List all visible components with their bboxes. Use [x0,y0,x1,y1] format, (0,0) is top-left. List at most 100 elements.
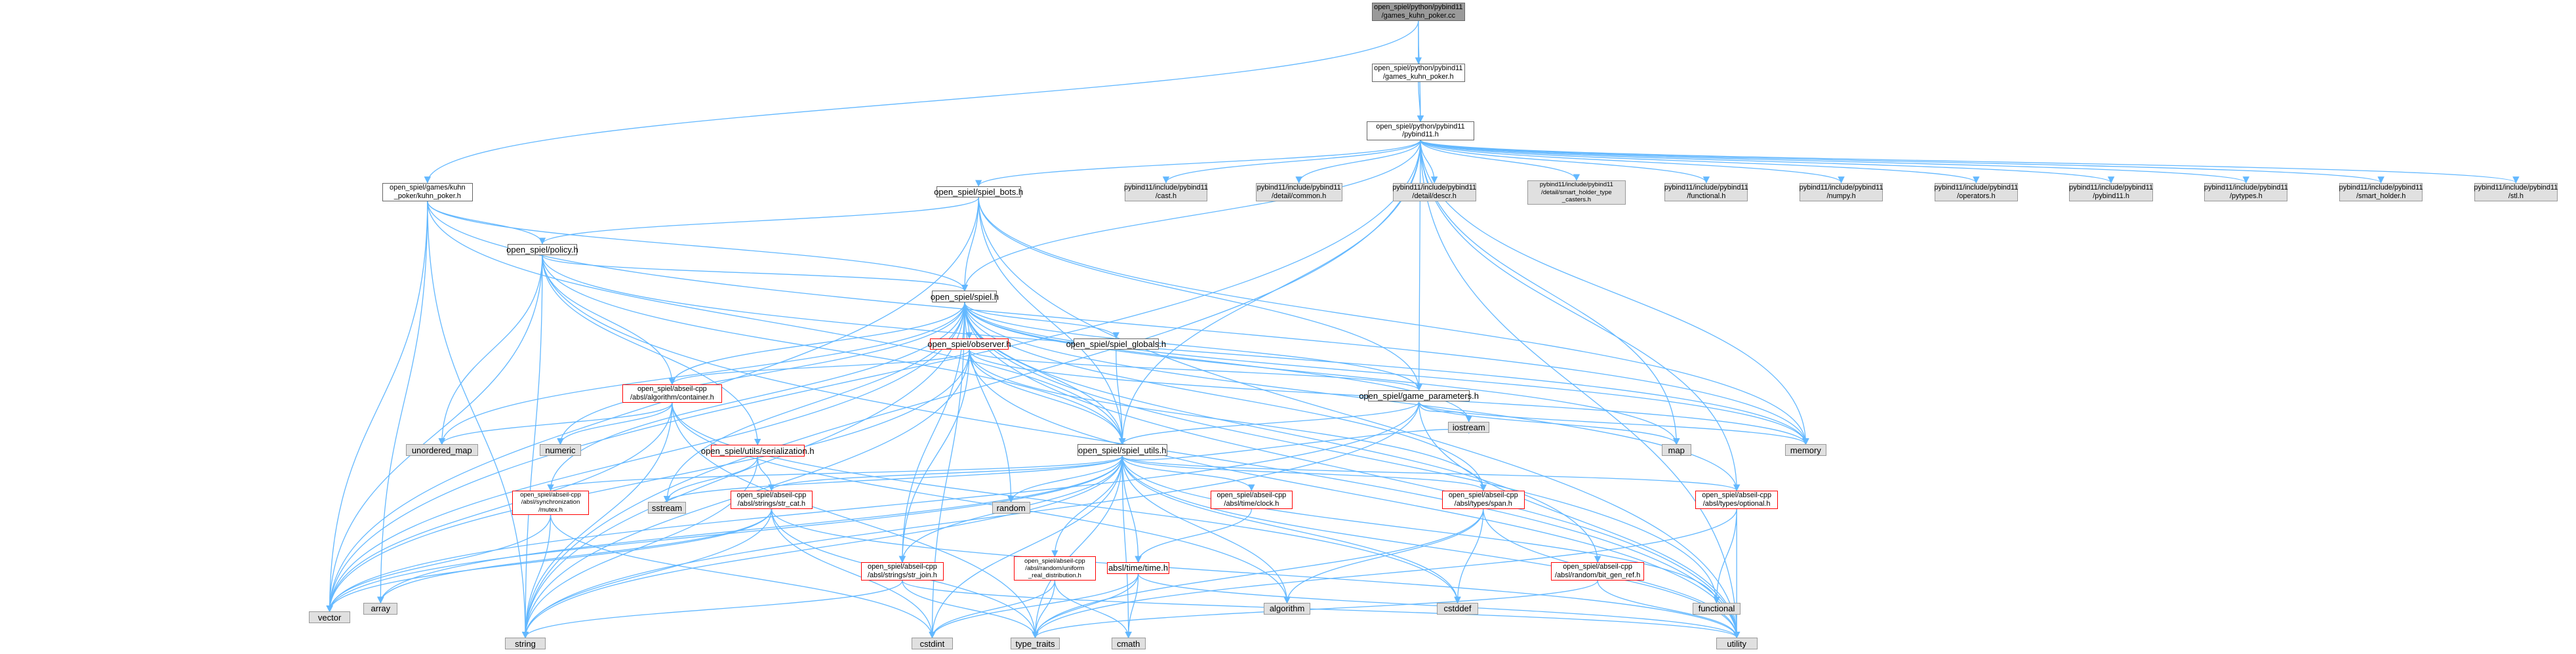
node-uniform[interactable]: open_spiel/abseil-cpp /absl/random/unifo… [1013,556,1097,581]
node-p-stl: pybind11/include/pybind11 /stl.h [2474,182,2558,201]
node-p-numpy: pybind11/include/pybind11 /numpy.h [1800,182,1883,201]
node-bots[interactable]: open_spiel/spiel_bots.h [934,186,1024,198]
node-string: string [504,638,546,649]
edge-pyb11_h-to-bots [975,140,1421,187]
node-cmath: cmath [1111,638,1146,649]
node-span[interactable]: open_spiel/abseil-cpp /absl/types/span.h [1441,490,1525,509]
node-p-func: pybind11/include/pybind11 /functional.h [1664,182,1748,201]
node-algorithm: algorithm [1264,603,1310,615]
edge-policy-to-string [521,255,543,639]
edge-strjoin-to-string [521,580,903,639]
edge-gparams-to-vector [326,401,1420,613]
edge-pyb11_h-to-p_smart [1420,140,1580,181]
edge-bots-to-utility [978,197,1741,639]
edge-observer-to-container [668,350,970,385]
node-optional[interactable]: open_spiel/abseil-cpp /absl/types/option… [1695,490,1778,509]
edge-utils-to-optional [1121,455,1741,491]
edge-span-to-cstddef [1454,508,1484,604]
node-utils[interactable]: open_spiel/spiel_utils.h [1077,444,1167,457]
edge-utils-to-array [377,456,1123,604]
edge-spiel-to-utility [964,302,1741,639]
edge-bots-to-memory [978,197,1809,445]
edge-strjoin-to-type_traits [902,581,1039,639]
edge-container-to-numeric [557,402,673,445]
edge-utils-to-cstddef [1121,456,1461,604]
edge-spiel-to-bitgen [964,302,1601,563]
edge-utils-to-string [521,456,1123,639]
node-globals[interactable]: open_spiel/spiel_globals.h [1066,338,1167,350]
edge-pyb11_h-to-p_cast [1162,140,1421,184]
edge-bots-to-policy [538,197,979,245]
node-strcat[interactable]: open_spiel/abseil-cpp /absl/strings/str_… [730,490,813,509]
edge-utils-to-time [1121,456,1142,563]
edge-pyb11_h-to-p_holder [1420,139,2385,184]
edge-observer-to-span [969,350,1487,491]
edge-utils-to-cstdint [929,456,1123,639]
edge-globals-to-utils [1116,350,1126,445]
node-observer[interactable]: open_spiel/observer.h [927,338,1011,350]
edges-layer [326,20,2520,639]
edge-gparams-to-memory [1418,401,1809,445]
node-p-pytypes: pybind11/include/pybind11 /pytypes.h [2204,182,2288,201]
edge-observer-to-gparams [969,349,1422,391]
edge-mutex-to-string [521,514,552,639]
edge-pyb11_h-to-p_func [1420,140,1710,184]
node-policy[interactable]: open_spiel/policy.h [506,243,578,256]
node-array: array [363,603,398,615]
edge-gparams-to-map [1418,401,1680,445]
node-gkp-h[interactable]: open_spiel/python/pybind11 /games_kuhn_p… [1372,63,1465,82]
node-mutex[interactable]: open_spiel/abseil-cpp /absl/synchronizat… [512,490,590,515]
edge-strcat-to-utility [771,508,1741,639]
edge-spiel-to-map [964,302,1680,445]
node-clock[interactable]: open_spiel/abseil-cpp /absl/time/clock.h [1210,490,1293,509]
edge-container-to-unordered_map [438,402,673,445]
node-sstream: sstream [647,502,687,514]
node-spiel[interactable]: open_spiel/spiel.h [930,291,999,302]
edge-pyb11_h-to-p_pytypes [1420,139,2249,184]
edge-pyb11_h-to-p_ops [1420,139,1980,184]
edge-pyb11_h-to-optional [1420,140,1741,491]
edge-pyb11_h-to-vector [326,140,1421,613]
edge-pyb11_h-to-p_numpy [1420,140,1845,184]
node-root: open_spiel/python/pybind11 /games_kuhn_p… [1372,2,1465,21]
node-pyb11-h[interactable]: open_spiel/python/pybind11 /pybind11.h [1367,121,1474,140]
node-cstdint: cstdint [912,638,953,649]
edge-strcat-to-cstdint [771,508,936,639]
edge-optional-to-functional [1713,508,1737,604]
node-p-smart: pybind11/include/pybind11 /detail/smart_… [1527,180,1626,205]
edge-pyb11_h-to-string [521,140,1421,639]
edge-utils-to-clock [1121,456,1255,491]
node-container[interactable]: open_spiel/abseil-cpp /absl/algorithm/co… [622,384,723,403]
node-p-holder: pybind11/include/pybind11 /smart_holder.… [2339,182,2423,201]
node-iostream: iostream [1448,421,1490,434]
node-strjoin[interactable]: open_spiel/abseil-cpp /absl/strings/str_… [861,562,944,581]
edge-utils-to-uniform [1051,456,1123,558]
edge-root-to-kuhn [424,20,1419,184]
edge-strcat-to-string [521,508,773,639]
node-time[interactable]: absl/time/time.h [1107,562,1169,574]
edge-policy-to-container [542,255,676,385]
node-cstddef: cstddef [1437,603,1478,615]
edge-policy-to-utils [542,255,1126,445]
edge-container-to-algorithm [672,402,1291,604]
node-kuhn[interactable]: open_spiel/games/kuhn _poker/kuhn_poker.… [382,182,473,201]
node-p-common: pybind11/include/pybind11 /detail/common… [1255,182,1342,201]
edge-pyb11_h-to-p_pyb [1420,139,2115,184]
edge-container-to-vector [326,402,673,613]
edge-pyb11_h-to-spiel [961,140,1421,292]
edge-spiel-to-random [964,302,1015,503]
node-bitgen[interactable]: open_spiel/abseil-cpp /absl/random/bit_g… [1551,562,1644,581]
edge-utils-to-sstream [664,455,1123,503]
node-p-ops: pybind11/include/pybind11 /operators.h [1934,182,2018,201]
edge-optional-to-type_traits [1032,508,1737,639]
node-functional: functional [1692,603,1741,615]
edge-spiel-to-container [668,302,965,385]
node-numeric: numeric [540,444,581,457]
edge-uniform-to-type_traits [1032,581,1056,639]
edge-utils-to-algorithm [1121,456,1291,604]
node-gparams[interactable]: open_spiel/game_parameters.h [1359,390,1479,402]
node-serial[interactable]: open_spiel/utils/serialization.h [700,445,815,457]
edge-kuhn-to-utils [427,201,1126,445]
